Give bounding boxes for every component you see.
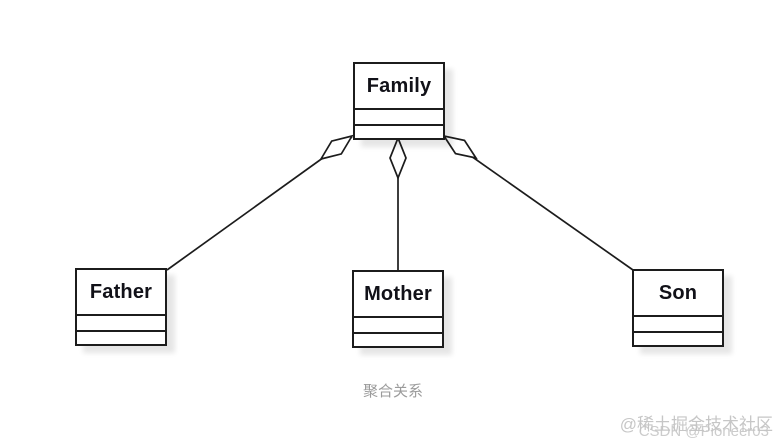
class-node-mother: Mother	[352, 270, 444, 348]
class-attributes-compartment	[634, 315, 722, 331]
aggregation-edge-son	[443, 136, 634, 271]
class-name-label: Mother	[364, 282, 432, 305]
class-attributes-compartment	[354, 316, 442, 332]
watermark-csdn: CSDN @Pioneer03	[638, 423, 769, 440]
aggregation-diamond-son	[442, 134, 478, 160]
class-node-father: Father	[75, 268, 167, 346]
class-node-family: Family	[353, 62, 445, 140]
watermark-juejin: @稀土掘金技术社区	[619, 415, 773, 434]
class-methods-compartment	[354, 332, 442, 346]
class-node-son: Son	[632, 269, 724, 347]
class-attributes-compartment	[77, 314, 165, 330]
class-name-label: Father	[89, 280, 153, 303]
aggregation-diamond-mother	[389, 135, 407, 181]
class-attributes-compartment	[355, 108, 443, 124]
diagram-caption: 聚合关系	[362, 383, 423, 400]
class-methods-compartment	[77, 330, 165, 344]
class-name-label: Son	[658, 281, 698, 304]
class-methods-compartment	[355, 124, 443, 138]
class-name-label: Family	[366, 74, 432, 97]
class-methods-compartment	[634, 331, 722, 345]
aggregation-diamond-father	[319, 134, 354, 161]
